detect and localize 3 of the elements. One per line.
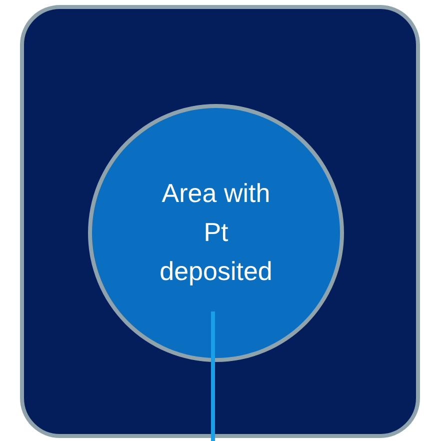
area-label: Area with Pt deposited (158, 177, 274, 288)
leader-line (211, 312, 215, 441)
substrate-panel (20, 5, 420, 438)
